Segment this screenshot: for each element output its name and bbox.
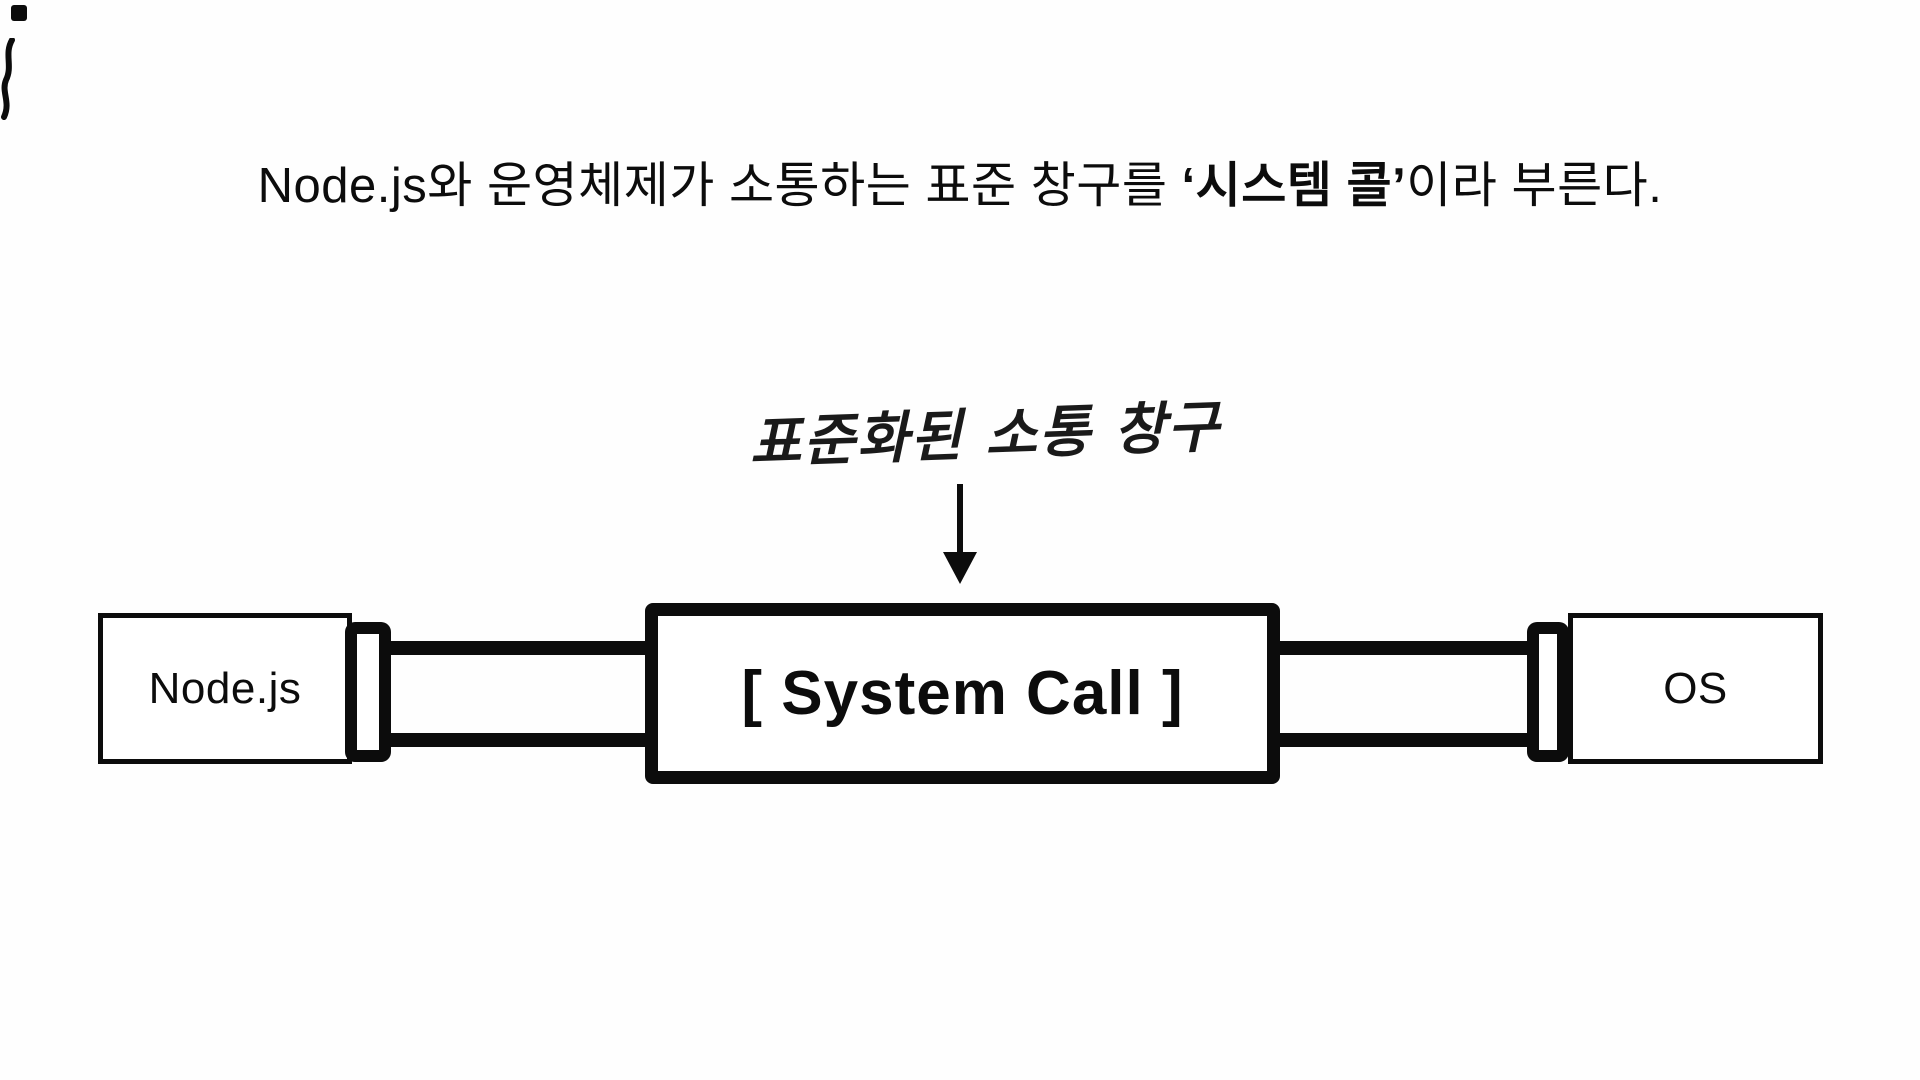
cable-right-bottom-bar bbox=[1275, 733, 1533, 747]
arrow-down-icon bbox=[957, 484, 963, 556]
nodejs-box: Node.js bbox=[98, 613, 352, 764]
headline-suffix: 이라 부른다. bbox=[1406, 159, 1663, 213]
headline-prefix: Node.js와 운영체제가 소통하는 표준 창구를 bbox=[257, 159, 1182, 213]
cable-right-top-bar bbox=[1275, 641, 1533, 655]
headline: Node.js와 운영체제가 소통하는 표준 창구를 ‘시스템 콜’이라 부른다… bbox=[0, 146, 1920, 217]
system-call-box: [ System Call ] bbox=[645, 603, 1280, 784]
cropped-mark-stroke bbox=[1, 38, 15, 120]
os-label: OS bbox=[1663, 663, 1728, 713]
plug-connector-left bbox=[345, 622, 391, 762]
system-call-label: [ System Call ] bbox=[741, 659, 1184, 728]
cropped-mark-square bbox=[11, 5, 27, 21]
nodejs-label: Node.js bbox=[148, 663, 302, 713]
annotation-label: 표준화된 소통 창구 bbox=[748, 393, 1222, 477]
cable-left-bottom-bar bbox=[388, 733, 650, 747]
os-box: OS bbox=[1568, 613, 1823, 764]
headline-highlight: ‘시스템 콜’ bbox=[1181, 159, 1407, 213]
plug-connector-right bbox=[1527, 622, 1569, 762]
cable-left-top-bar bbox=[388, 641, 650, 655]
arrow-down-icon-head bbox=[943, 552, 977, 584]
